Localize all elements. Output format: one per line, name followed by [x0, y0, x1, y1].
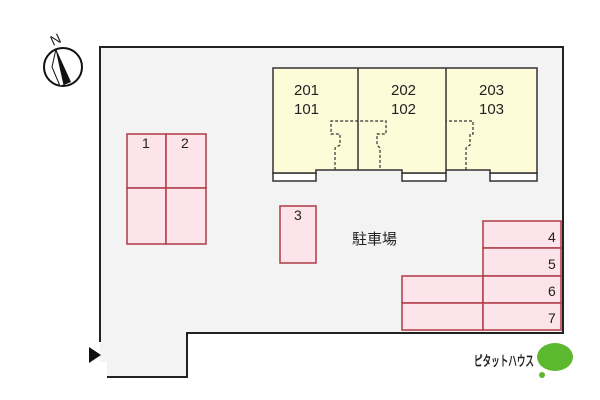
parking-space-1: 1: [142, 135, 150, 151]
parking-space-4: 4: [548, 229, 556, 245]
brand-name: ピタットハウス: [474, 354, 534, 370]
north-arrow-icon: N: [43, 30, 83, 87]
parking-space-7: 7: [548, 310, 556, 326]
parking-space-2: 2: [181, 135, 189, 151]
stair-outline: [330, 120, 474, 170]
speech-bubble-icon: [537, 343, 573, 371]
unit-201-101: 201 101: [294, 82, 319, 118]
parking-block-1-2: [126, 133, 207, 245]
building: 201 101 202 102 203 103: [272, 67, 538, 182]
svg-text:201: 201: [294, 82, 319, 99]
brand-logo: ピタットハウス: [474, 343, 573, 378]
svg-text:101: 101: [294, 101, 319, 118]
svg-text:102: 102: [391, 101, 416, 118]
parking-block-4-7: [401, 220, 562, 331]
compass-label: N: [48, 30, 64, 49]
unit-202-102: 202 102: [391, 82, 416, 118]
svg-text:203: 203: [479, 82, 504, 99]
parking-slot-3: [279, 205, 317, 264]
svg-text:103: 103: [479, 101, 504, 118]
parking-space-3: 3: [294, 207, 302, 223]
parking-area-label: 駐車場: [352, 230, 397, 248]
parking-space-5: 5: [548, 256, 556, 272]
svg-text:202: 202: [391, 82, 416, 99]
parking-space-6: 6: [548, 283, 556, 299]
unit-203-103: 203 103: [479, 82, 504, 118]
entrance-arrow-icon: [89, 347, 101, 363]
